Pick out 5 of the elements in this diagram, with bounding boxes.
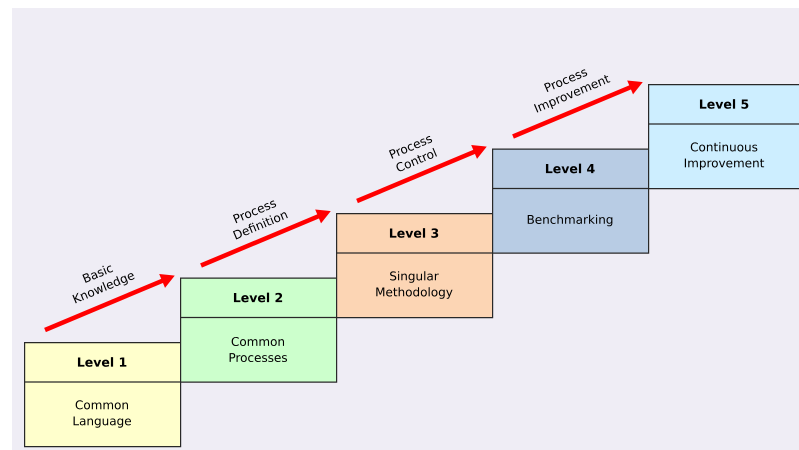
- level-box: Level 4 Benchmarking: [492, 148, 650, 254]
- level-box: Level 1 Common Language: [24, 342, 182, 448]
- level-box: Level 5 Continuous Improvement: [648, 84, 799, 190]
- level-box: Level 3 Singular Methodology: [336, 213, 494, 318]
- level-box: Level 2 Common Processes: [180, 278, 338, 383]
